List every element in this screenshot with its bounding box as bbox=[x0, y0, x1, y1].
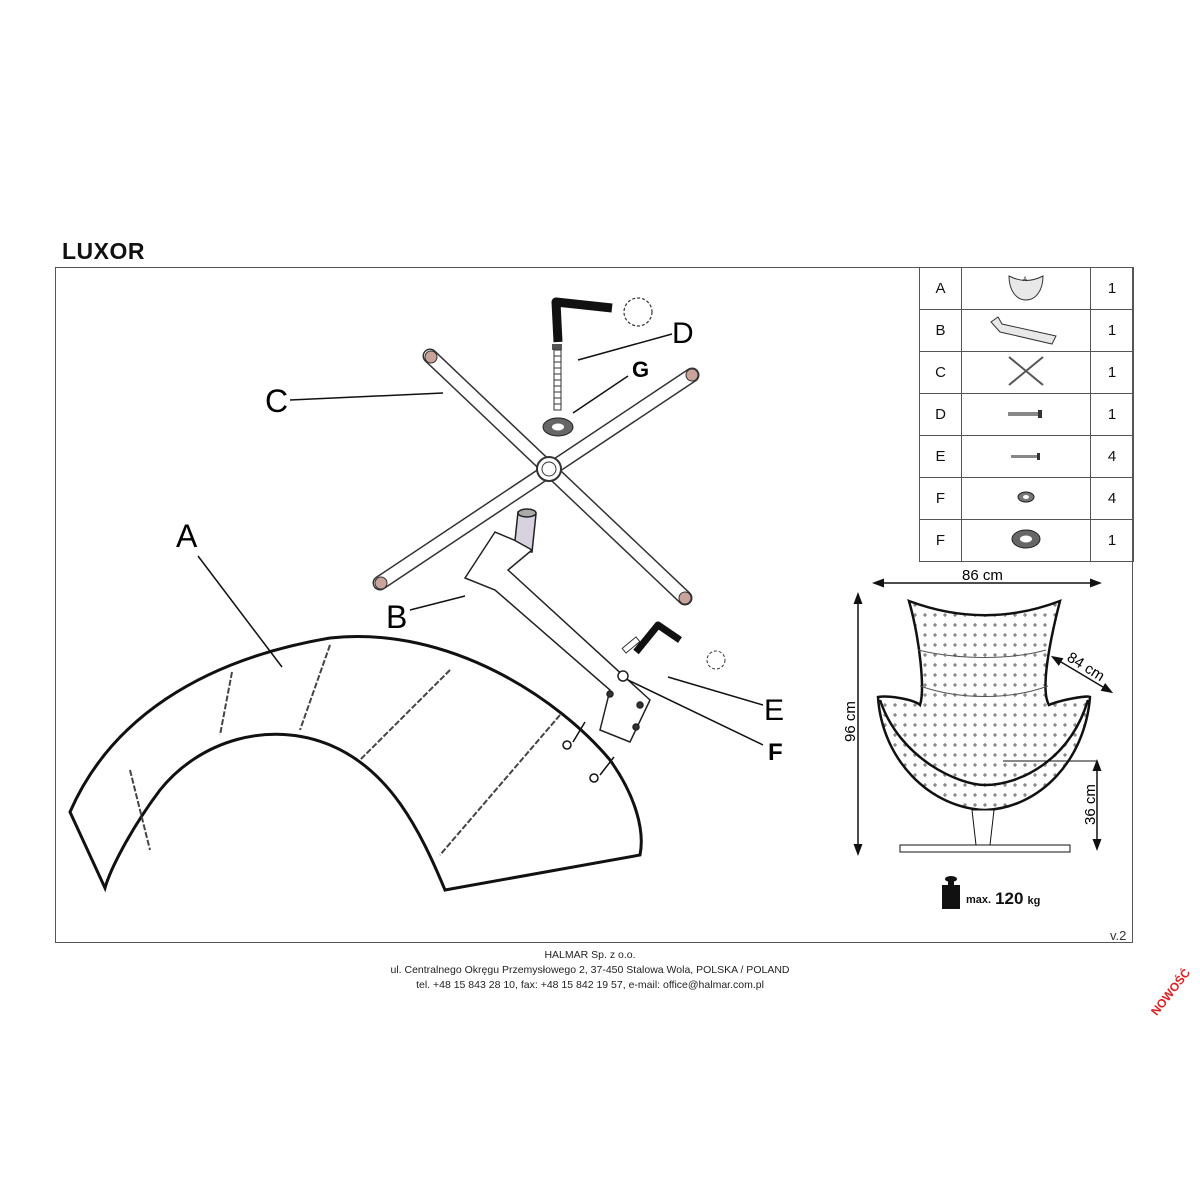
width-dimension: 86 cm bbox=[962, 567, 1003, 584]
small-washer-icon bbox=[961, 477, 1091, 520]
rotate-arrows-icon bbox=[706, 650, 726, 670]
label-a: A bbox=[176, 518, 198, 554]
large-washer-icon bbox=[961, 519, 1091, 562]
weight-icon bbox=[942, 876, 960, 909]
version-label: v.2 bbox=[1110, 928, 1127, 943]
cross-base-c bbox=[372, 348, 700, 606]
bolt-e bbox=[621, 636, 641, 654]
company-address: ul. Centralnego Okręgu Przemysłowego 2, … bbox=[390, 964, 790, 976]
depth-dimension: 84 cm bbox=[1064, 649, 1108, 685]
label-f: F bbox=[768, 739, 783, 766]
bolt-d bbox=[552, 344, 562, 411]
short-bolt-icon bbox=[961, 435, 1091, 478]
svg-text:A: A bbox=[1023, 277, 1027, 283]
label-b: B bbox=[386, 599, 407, 635]
company-name: HALMAR Sp. z o.o. bbox=[544, 949, 636, 961]
seat-height-dimension: 36 cm bbox=[1082, 784, 1099, 825]
company-footer: HALMAR Sp. z o.o. ul. Centralnego Okręgu… bbox=[300, 948, 880, 993]
company-contact: tel. +48 15 843 28 10, fax: +48 15 842 1… bbox=[416, 979, 764, 991]
label-g: G bbox=[632, 357, 649, 382]
stand-icon bbox=[961, 309, 1091, 352]
cross-base-icon bbox=[961, 351, 1091, 394]
instruction-frame bbox=[55, 267, 1133, 943]
rotate-arrows-icon bbox=[623, 297, 653, 327]
allen-key-icon bbox=[551, 297, 613, 343]
stand-b bbox=[463, 508, 651, 743]
max-load: max. 120 kg bbox=[940, 875, 1040, 909]
long-bolt-icon bbox=[961, 393, 1091, 436]
label-c: C bbox=[265, 383, 288, 419]
shell-a bbox=[68, 635, 643, 893]
product-title: LUXOR bbox=[62, 238, 145, 264]
shell-icon: A bbox=[961, 267, 1091, 310]
label-e: E bbox=[764, 694, 784, 727]
label-d: D bbox=[672, 317, 694, 350]
chair-dimension-drawing bbox=[853, 578, 1114, 856]
height-dimension: 96 cm bbox=[842, 701, 859, 742]
allen-key-icon bbox=[633, 621, 682, 655]
